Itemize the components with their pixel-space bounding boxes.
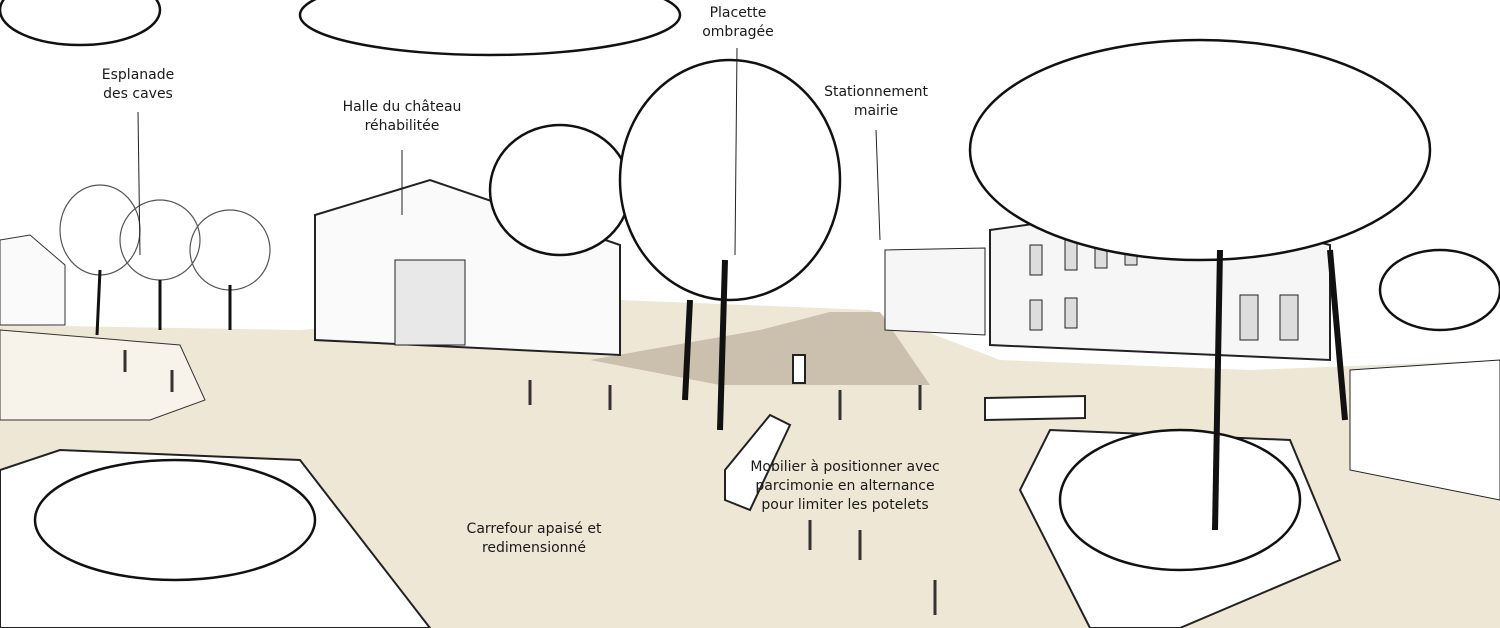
label-line: Placette (709, 5, 767, 21)
label-line: réhabilitée (364, 118, 440, 134)
label-line: mairie (853, 103, 899, 119)
label-line: Mobilier à positionner avec (750, 459, 940, 475)
bollards (123, 350, 937, 615)
halle-door (394, 259, 466, 346)
label-carrefour: Carrefour apaisé et redimensionné (467, 520, 602, 558)
label-line: des caves (103, 86, 173, 102)
label-stationnement: Stationnement mairie (824, 83, 928, 121)
label-esplanade: Esplanade des caves (102, 66, 174, 104)
small-building (884, 247, 986, 336)
label-line: parcimonie en alternance (755, 478, 935, 494)
label-line: redimensionné (481, 540, 587, 556)
label-mobilier: Mobilier à positionner avec parcimonie e… (750, 458, 939, 515)
label-line: Halle du château (342, 99, 462, 115)
label-placette: Placette ombragée (702, 4, 774, 42)
leader-lines (137, 47, 881, 256)
label-halle: Halle du château réhabilitée (343, 98, 462, 136)
label-line: ombragée (702, 24, 774, 40)
benches (724, 354, 1086, 512)
label-line: Esplanade (101, 67, 175, 83)
plaza-paving (590, 312, 930, 385)
sidewalk (0, 329, 206, 421)
label-line: Stationnement (824, 84, 928, 100)
small-trees (59, 184, 271, 291)
grass-right (1349, 359, 1500, 501)
label-line: pour limiter les potelets (761, 497, 929, 513)
tree-trunks (95, 249, 1348, 531)
tree-canopies (0, 0, 1500, 582)
label-line: Carrefour apaisé et (466, 521, 602, 537)
left-house (0, 234, 66, 326)
